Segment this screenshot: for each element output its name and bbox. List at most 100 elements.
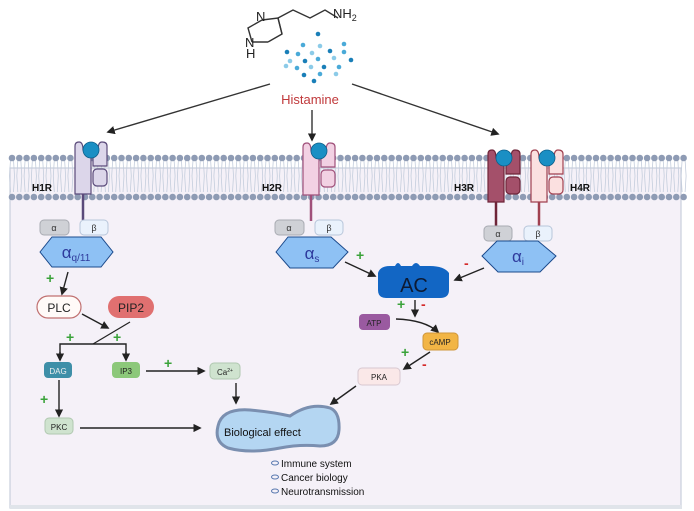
lipid-head — [264, 154, 271, 162]
lipid-head — [37, 154, 45, 162]
lipid-head — [636, 193, 644, 201]
lipid-tail — [563, 159, 570, 193]
lipid-head — [271, 154, 279, 162]
lipid-head — [373, 193, 381, 201]
lipid-tail — [666, 159, 672, 193]
atp-node — [359, 314, 390, 330]
lipid-head — [439, 154, 447, 162]
lipid-tail — [162, 159, 169, 193]
histamine-particles — [283, 31, 354, 84]
lipid-tail — [147, 159, 154, 193]
lipid-head — [147, 193, 154, 201]
lipid-tail — [585, 159, 592, 193]
lipid-head — [381, 154, 388, 162]
lipid-head — [366, 154, 374, 162]
lipid-tail — [629, 159, 636, 193]
lipid-head — [424, 154, 432, 162]
lipid-head — [673, 154, 680, 162]
gq-hexagon — [39, 236, 114, 268]
histamine-particle — [348, 57, 354, 63]
lipid-tail — [673, 159, 680, 193]
lipid-head — [8, 193, 16, 201]
lipid-tail — [607, 159, 614, 193]
histamine-particle — [300, 42, 306, 48]
lipid-head — [286, 154, 293, 162]
arrow-camp-to-pka — [402, 351, 431, 370]
lipid-head — [154, 154, 162, 162]
lipid-head — [205, 154, 213, 162]
atom-n-top: N — [256, 9, 265, 24]
histamine-particle — [294, 65, 300, 71]
svg-text:α: α — [286, 223, 291, 233]
lipid-head — [468, 154, 476, 162]
lipid-head — [183, 154, 191, 162]
h3r-domain — [505, 176, 521, 195]
lipid-head — [410, 193, 417, 201]
lipid-head — [169, 193, 176, 201]
lipid-head — [278, 154, 286, 162]
effect-item: Cancer biology — [281, 473, 348, 484]
lipid-head — [286, 193, 293, 201]
pip2-cleavage-line — [92, 321, 131, 345]
lipid-head — [351, 154, 359, 162]
plus-sign-gs-ac: + — [356, 247, 364, 263]
lipid-head — [110, 154, 118, 162]
lipid-head — [388, 193, 395, 201]
lipid-tail — [374, 159, 380, 193]
histamine-particle — [321, 64, 327, 70]
lipid-head — [59, 193, 67, 201]
h3r-receptor — [487, 149, 521, 228]
lipid-head — [359, 154, 366, 162]
lipid-head — [132, 193, 140, 201]
lipid-head — [322, 193, 330, 201]
gq-beta-subunit — [79, 219, 109, 236]
lipid-tail — [403, 159, 410, 193]
lipid-head — [89, 193, 96, 201]
lipid-head — [37, 193, 45, 201]
lipid-tail — [425, 159, 432, 193]
lipid-head — [52, 193, 60, 201]
minus-sign-pka: - — [422, 356, 427, 372]
dag-label: DAG — [49, 367, 66, 376]
arrow-plc-to-pip2 — [81, 313, 110, 329]
lipid-head — [651, 193, 658, 201]
lipid-head — [621, 193, 629, 201]
lipid-head — [680, 154, 687, 162]
lipid-head — [402, 154, 410, 162]
lipid-tail — [155, 159, 161, 193]
lipid-head — [344, 154, 352, 162]
gs-hexagon — [275, 236, 349, 269]
lipid-head — [45, 154, 52, 162]
lipid-head — [67, 193, 74, 201]
pkc-label: PKC — [51, 423, 68, 432]
lipid-tail — [38, 159, 45, 193]
histamine-particle — [341, 41, 347, 47]
lipid-tail — [454, 159, 461, 193]
plus-sign-gq-plc: + — [46, 270, 54, 286]
lipid-tail — [622, 159, 629, 193]
lipid-head — [249, 154, 257, 162]
lipid-head — [439, 193, 447, 201]
arrow-gq-to-plc — [59, 271, 69, 296]
lipid-tail — [381, 159, 388, 193]
atom-h: H — [246, 46, 255, 61]
lipid-head — [220, 193, 227, 201]
lipid-head — [198, 193, 206, 201]
arrow-gi-to-ac — [453, 267, 485, 282]
lipid-tail — [206, 159, 213, 193]
biological-effect-label: Biological effect — [224, 427, 301, 439]
lipid-head — [658, 154, 665, 162]
lipid-tail — [447, 159, 453, 193]
lipid-head — [103, 193, 111, 201]
biological-effect-shape — [215, 404, 341, 453]
lipid-head — [140, 193, 147, 201]
plus-sign-dag: + — [66, 329, 74, 345]
histamine-particle — [287, 58, 293, 64]
histamine-particle — [284, 49, 290, 55]
lipid-head — [191, 154, 198, 162]
lipid-head — [373, 154, 381, 162]
lipid-tail — [242, 159, 249, 193]
lipid-tail — [366, 159, 373, 193]
lipid-head — [205, 193, 213, 201]
lipid-head — [432, 193, 439, 201]
